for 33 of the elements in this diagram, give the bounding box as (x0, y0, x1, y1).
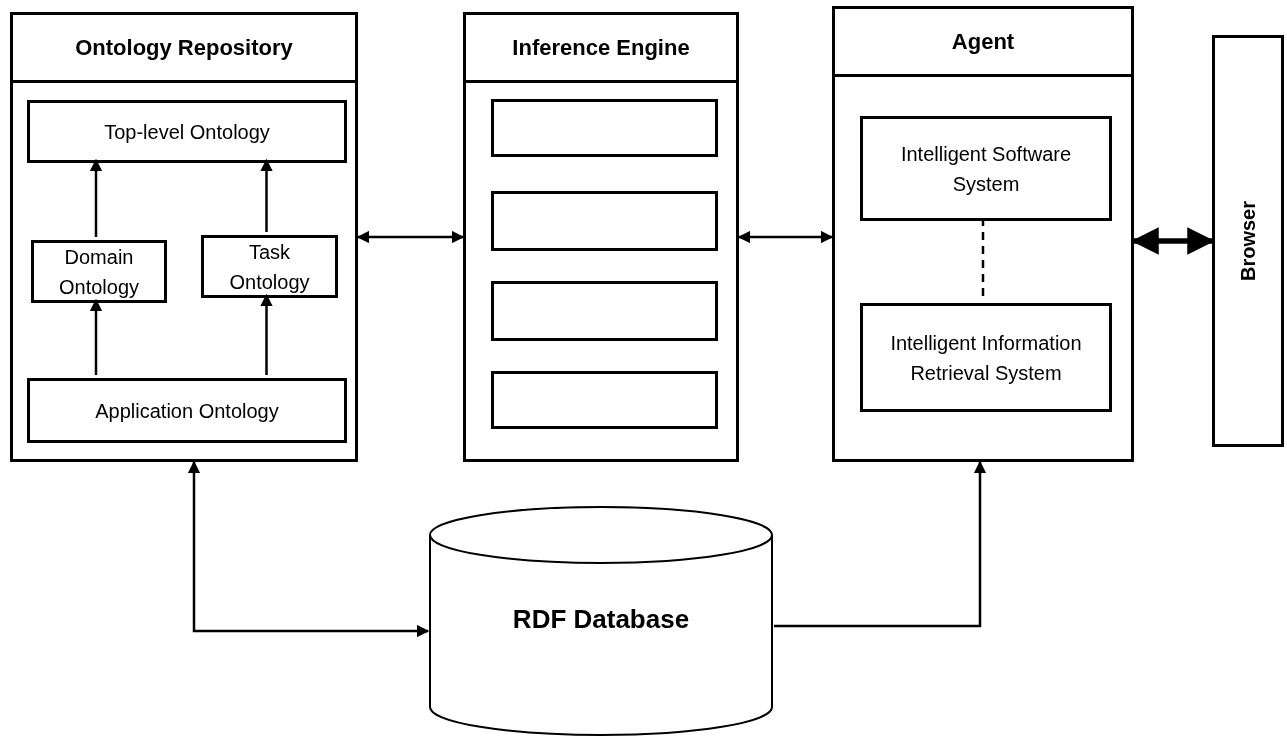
box-label: Intelligent Information Retrieval System (889, 330, 1083, 386)
database-cylinder (428, 505, 774, 737)
box-label: Application Ontology (94, 398, 280, 424)
process-box (27, 378, 347, 443)
empty-box (491, 281, 718, 341)
arrow (737, 230, 834, 244)
browser-label: Browser (1236, 201, 1260, 281)
arrow (187, 460, 430, 638)
arrow (260, 158, 273, 232)
empty-box (491, 371, 718, 429)
arrow (1131, 227, 1215, 255)
group-box (832, 6, 1134, 462)
process-box (860, 116, 1112, 221)
process-box (27, 100, 347, 163)
box-label: Top-level Ontology (103, 119, 271, 145)
process-box (31, 240, 167, 303)
box-label: Task Ontology (228, 239, 311, 295)
empty-box (491, 99, 718, 157)
database-label: RDF Database (512, 603, 690, 636)
browser-box (1212, 35, 1284, 447)
process-box (860, 303, 1112, 412)
arrow (356, 230, 465, 244)
group-heading: Ontology Repository (75, 34, 293, 62)
empty-box (491, 191, 718, 251)
process-box (201, 235, 338, 298)
arrow (260, 293, 273, 375)
group-box (463, 12, 739, 462)
group-box (10, 12, 358, 462)
group-heading: Agent (951, 28, 1015, 56)
group-heading: Inference Engine (512, 34, 690, 62)
box-label: Intelligent Software System (899, 141, 1073, 197)
arrow (774, 460, 987, 628)
box-label: Domain Ontology (57, 244, 141, 300)
